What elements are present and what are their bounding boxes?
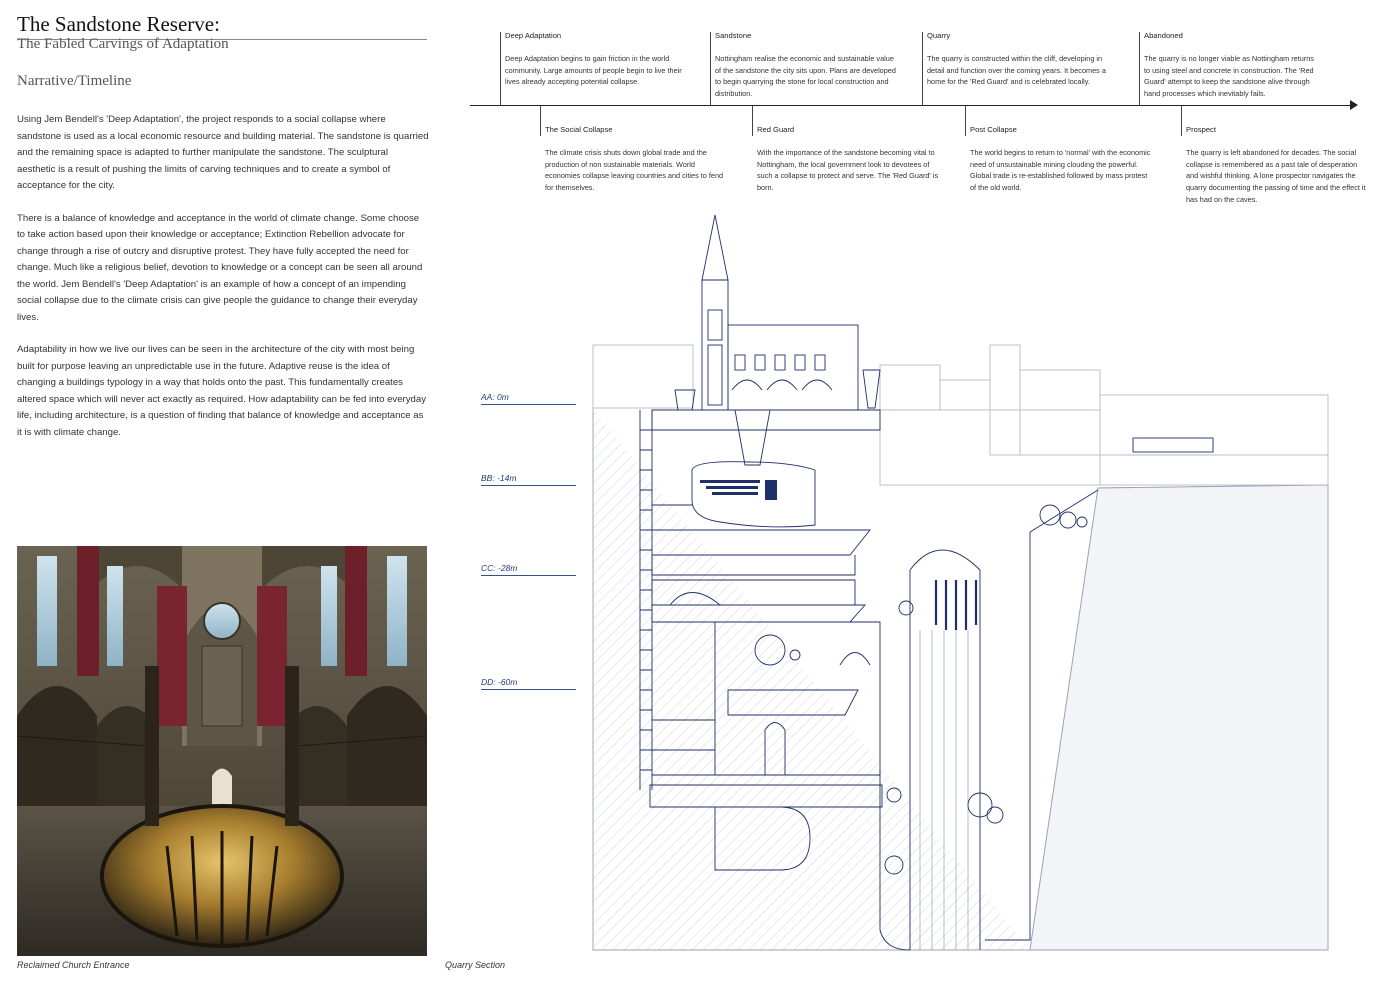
- level-marker-bb: BB: -14m: [481, 473, 576, 486]
- event-title: The Social Collapse: [545, 125, 613, 134]
- timeline-event-red-guard: Red Guard With the importance of the san…: [757, 124, 939, 194]
- church-render-illustration: [17, 546, 427, 956]
- level-marker-cc: CC: -28m: [481, 563, 576, 576]
- photo-caption: Reclaimed Church Entrance: [17, 960, 130, 970]
- paragraph: Using Jem Bendell's 'Deep Adaptation', t…: [17, 114, 429, 191]
- event-title: Abandoned: [1144, 31, 1183, 40]
- event-text: The world begins to return to 'normal' w…: [970, 147, 1151, 193]
- event-title: Deep Adaptation: [505, 31, 562, 40]
- timeline-axis: [470, 105, 1354, 106]
- event-text: Nottingham realise the economic and sust…: [715, 53, 896, 99]
- timeline-event-sandstone: Sandstone Nottingham realise the economi…: [715, 30, 897, 100]
- event-title: Sandstone: [715, 31, 752, 40]
- page-title: The Sandstone Reserve:: [17, 12, 427, 40]
- timeline-tick: [1139, 32, 1140, 105]
- church-interior-render: [17, 546, 427, 956]
- timeline-event-deep-adaptation: Deep Adaptation Deep Adaptation begins t…: [505, 30, 685, 88]
- section-caption: Quarry Section: [445, 960, 506, 970]
- event-text: With the importance of the sandstone bec…: [757, 147, 939, 193]
- page-subtitle: The Fabled Carvings of Adaptation: [17, 36, 229, 52]
- event-text: The quarry is left abandoned for decades…: [1186, 147, 1366, 204]
- event-text: The climate crisis shuts down global tra…: [545, 147, 724, 193]
- timeline-tick: [922, 32, 923, 105]
- timeline-event-post-collapse: Post Collapse The world begins to return…: [970, 124, 1155, 194]
- timeline-event-prospect: Prospect The quarry is left abandoned fo…: [1186, 124, 1371, 206]
- timeline-event-abandoned: Abandoned The quarry is no longer viable…: [1144, 30, 1319, 100]
- timeline-tick: [710, 32, 711, 105]
- event-title: Post Collapse: [970, 125, 1017, 134]
- narrative-text: Using Jem Bendell's 'Deep Adaptation', t…: [17, 112, 429, 457]
- quarry-section-drawing: [592, 214, 1329, 951]
- event-title: Red Guard: [757, 125, 795, 134]
- timeline-event-quarry: Quarry The quarry is constructed within …: [927, 30, 1109, 88]
- event-text: The quarry is no longer viable as Nottin…: [1144, 53, 1314, 99]
- event-text: Deep Adaptation begins to gain friction …: [505, 53, 682, 87]
- event-text: The quarry is constructed within the cli…: [927, 53, 1106, 87]
- timeline-tick: [965, 106, 966, 136]
- timeline-event-social-collapse: The Social Collapse The climate crisis s…: [545, 124, 725, 194]
- event-title: Quarry: [927, 31, 951, 40]
- timeline-tick: [540, 106, 541, 136]
- paragraph: There is a balance of knowledge and acce…: [17, 212, 423, 323]
- timeline-tick: [500, 32, 501, 105]
- timeline-tick: [752, 106, 753, 136]
- timeline-tick: [1181, 106, 1182, 136]
- section-heading: Narrative/Timeline: [17, 73, 132, 89]
- level-marker-aa: AA: 0m: [481, 392, 576, 405]
- event-title: Prospect: [1186, 125, 1216, 134]
- level-marker-dd: DD: -60m: [481, 677, 576, 690]
- paragraph: Adaptability in how we live our lives ca…: [17, 344, 427, 438]
- timeline-arrow-icon: [1350, 100, 1358, 110]
